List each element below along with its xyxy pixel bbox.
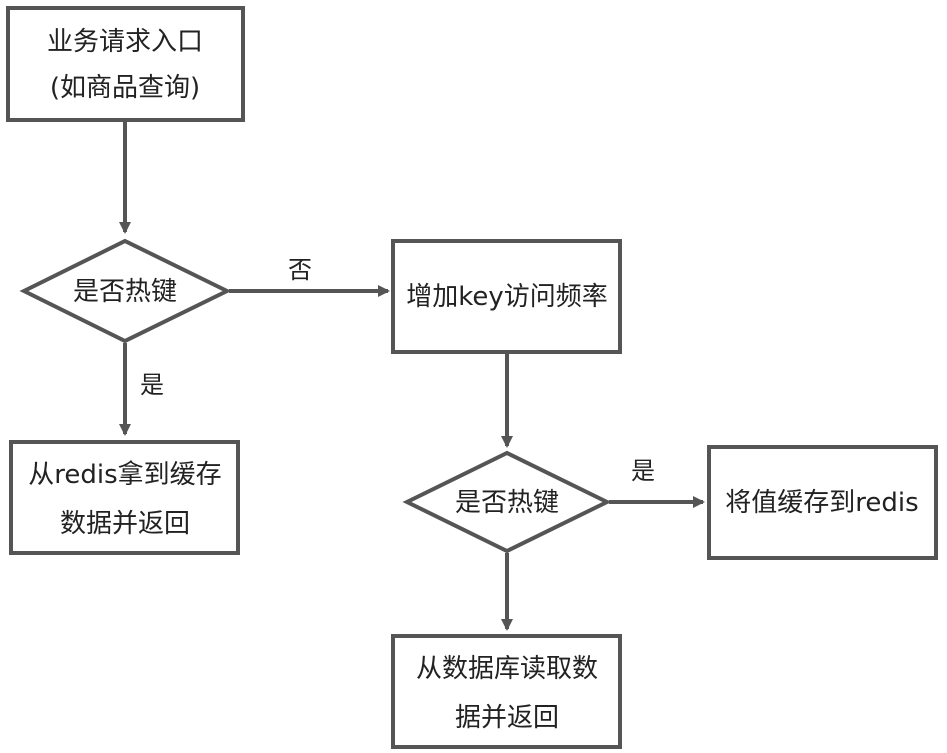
node-increase-freq-label: 增加key访问频率 <box>406 282 608 312</box>
node-entry-box <box>6 6 245 122</box>
node-get-from-redis-line1: 从redis拿到缓存 <box>28 460 221 490</box>
node-entry-line1: 业务请求入口 <box>47 27 203 57</box>
flowchart-edges <box>119 122 705 631</box>
node-read-from-db-box <box>391 634 622 749</box>
node-hotkey-check-1: 是否热键 <box>19 238 232 344</box>
edge-label-no: 否 <box>288 256 312 284</box>
node-cache-to-redis-box <box>707 445 938 560</box>
node-hotkey-check-1-label: 是否热键 <box>73 277 177 307</box>
node-get-from-redis-line2: 数据并返回 <box>60 509 190 539</box>
edge-label-yes-1: 是 <box>140 371 164 399</box>
node-hotkey-check-2-diamond <box>402 450 612 554</box>
node-cache-to-redis: 将值缓存到redis <box>707 445 938 560</box>
node-hotkey-check-1-diamond <box>19 238 232 344</box>
node-increase-freq-box <box>391 239 622 354</box>
node-entry: 业务请求入口 (如商品查询) <box>6 6 245 122</box>
node-cache-to-redis-label: 将值缓存到redis <box>725 488 918 518</box>
node-hotkey-check-2: 是否热键 <box>402 450 612 554</box>
node-entry-line2: (如商品查询) <box>50 73 200 103</box>
node-get-from-redis-box <box>9 440 240 555</box>
node-read-from-db-line1: 从数据库读取数 <box>416 654 598 684</box>
node-read-from-db: 从数据库读取数 据并返回 <box>391 634 622 749</box>
node-increase-freq: 增加key访问频率 <box>391 239 622 354</box>
node-get-from-redis: 从redis拿到缓存 数据并返回 <box>9 440 240 555</box>
node-hotkey-check-2-label: 是否热键 <box>455 488 559 518</box>
edge-label-yes-2: 是 <box>631 457 655 485</box>
node-read-from-db-line2: 据并返回 <box>455 703 559 733</box>
